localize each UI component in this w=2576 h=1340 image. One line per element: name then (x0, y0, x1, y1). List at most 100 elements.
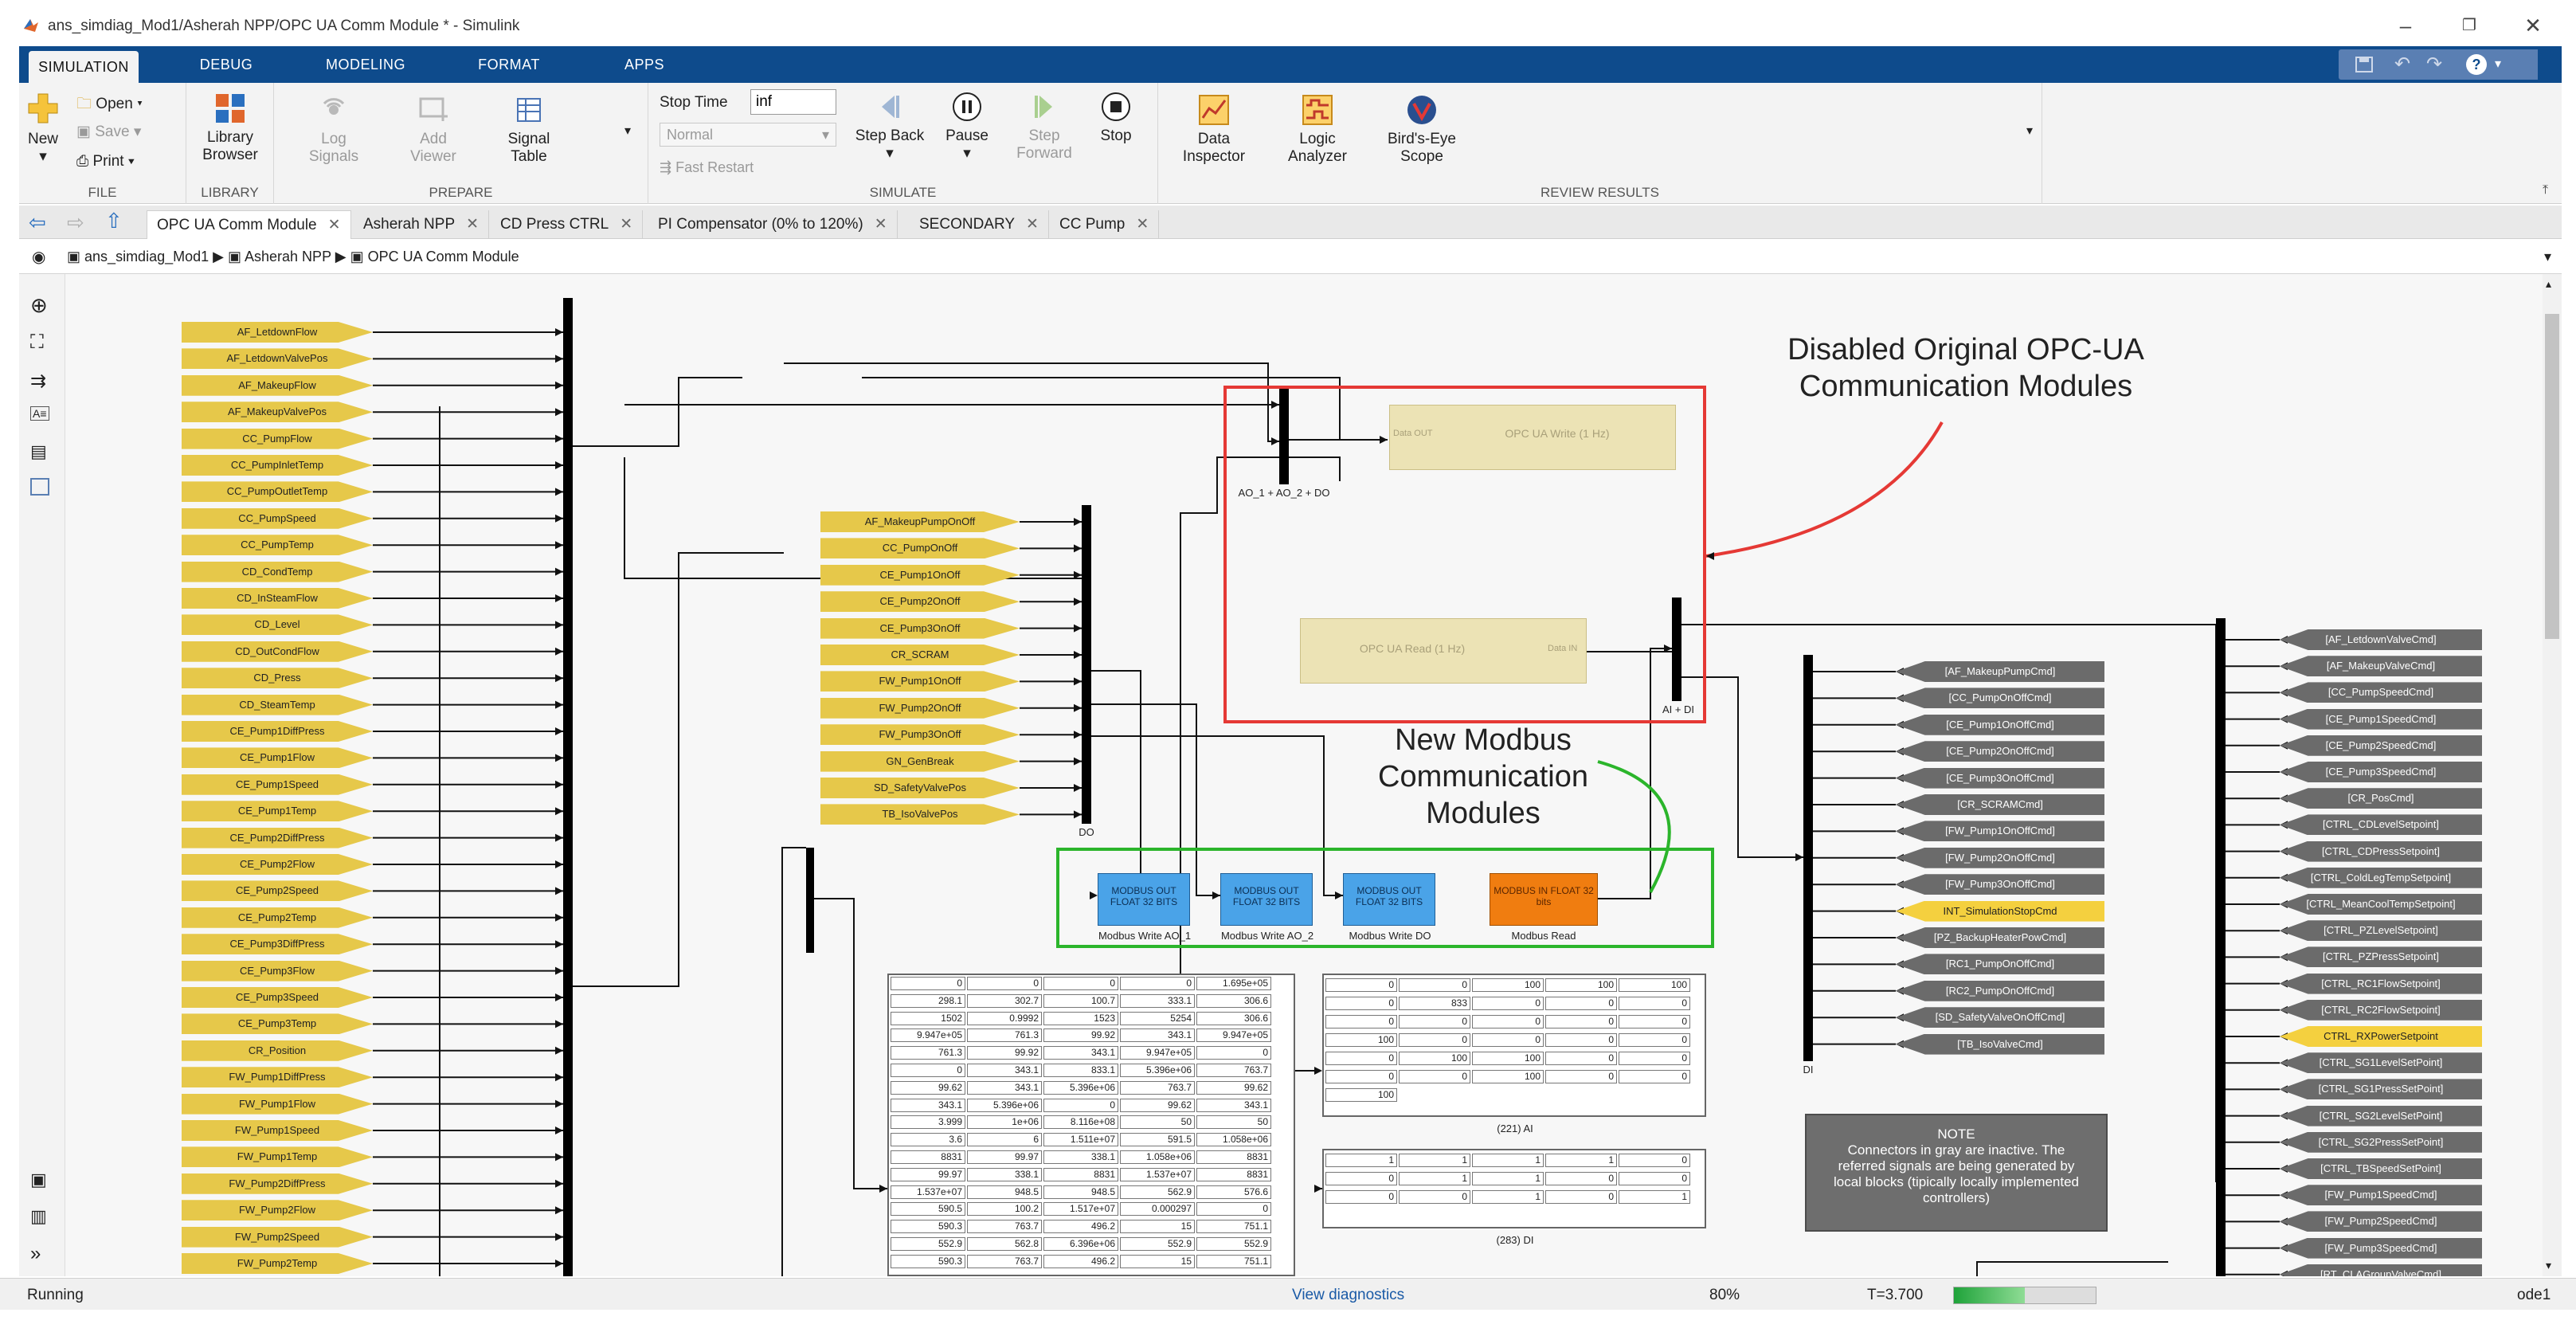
hide-explorer-icon[interactable]: ◉ (32, 249, 46, 266)
from-block[interactable]: [FW_Pump1OnOffCmd] (1896, 821, 2104, 842)
goto-block[interactable]: CD_OutCondFlow (182, 641, 373, 662)
from-block[interactable]: [FW_Pump3OnOffCmd] (1896, 874, 2104, 895)
help-icon[interactable]: ? (2466, 54, 2487, 75)
from-block[interactable]: [CTRL_MeanCoolTempSetpoint] (2280, 894, 2482, 915)
close-tab-icon[interactable]: ✕ (327, 217, 341, 233)
tab-asherah-npp[interactable]: Asherah NPP✕ (354, 210, 490, 239)
annotation-icon[interactable]: A≡ (30, 406, 49, 421)
from-block[interactable]: [CTRL_RC2FlowSetpoint] (2280, 999, 2482, 1021)
tab-secondary[interactable]: SECONDARY✕ (910, 210, 1049, 239)
from-block[interactable]: [SD_SafetyValveOnOffCmd] (1896, 1007, 2104, 1029)
from-block[interactable]: [CE_Pump2SpeedCmd] (2280, 735, 2482, 756)
goto-block[interactable]: AF_LetdownValvePos (182, 348, 373, 370)
from-block[interactable]: [CTRL_SG1PressSetPoint] (2280, 1079, 2482, 1100)
goto-block[interactable]: CE_Pump1OnOff (820, 564, 1020, 586)
back-icon[interactable]: ⇦ (29, 210, 46, 234)
goto-block[interactable]: CE_Pump1Temp (182, 801, 373, 822)
goto-block[interactable]: CD_Press (182, 668, 373, 689)
logic-analyzer-button[interactable]: Logic Analyzer (1278, 94, 1357, 166)
goto-block[interactable]: CD_CondTemp (182, 561, 373, 582)
from-block[interactable]: [RC2_PumpOnOffCmd] (1896, 980, 2104, 1001)
goto-block[interactable]: CE_Pump2OnOff (820, 591, 1020, 613)
from-block[interactable]: [CTRL_CDLevelSetpoint] (2280, 814, 2482, 836)
log-signals-button[interactable]: Log Signals (298, 94, 370, 166)
goto-block[interactable]: CC_PumpOnOff (820, 538, 1020, 559)
close-tab-icon[interactable]: ✕ (1026, 216, 1039, 233)
goto-block[interactable]: FW_Pump1Speed (182, 1120, 373, 1141)
close-tab-icon[interactable]: ✕ (874, 216, 887, 233)
undo-icon[interactable]: ↶ (2394, 53, 2411, 75)
from-block[interactable]: [FW_Pump1SpeedCmd] (2280, 1185, 2482, 1206)
mux-do[interactable] (1082, 505, 1091, 824)
tab-format[interactable]: FORMAT (478, 57, 540, 72)
save-button[interactable]: ▣ Save ▾ (76, 123, 142, 140)
goto-block[interactable]: CR_Position (182, 1040, 373, 1061)
goto-block[interactable]: CC_PumpSpeed (182, 507, 373, 529)
prepare-more-dropdown[interactable]: ▾ (624, 124, 632, 138)
from-block[interactable]: [RC1_PumpOnOffCmd] (1896, 954, 2104, 975)
goto-block[interactable]: FW_Pump2Flow (182, 1200, 373, 1221)
goto-block[interactable]: FW_Pump3OnOff (820, 724, 1020, 746)
goto-block[interactable]: CE_Pump3Flow (182, 960, 373, 981)
goto-block[interactable]: CE_Pump3DiffPress (182, 934, 373, 955)
up-to-parent-icon[interactable]: ⇧ (105, 209, 123, 233)
goto-block[interactable]: TB_IsoValvePos (820, 804, 1020, 825)
close-button[interactable]: ✕ (2524, 14, 2542, 37)
tab-modeling[interactable]: MODELING (325, 57, 405, 72)
from-block[interactable]: [CC_PumpOnOffCmd] (1896, 688, 2104, 709)
crumb-model[interactable]: ans_simdiag_Mod1 (84, 249, 209, 264)
tab-cd-press-ctrl[interactable]: CD Press CTRL✕ (491, 210, 644, 239)
scroll-down-icon[interactable]: ▾ (2546, 1259, 2552, 1271)
from-block[interactable]: INT_SimulationStopCmd (1896, 900, 2104, 922)
goto-block[interactable]: FW_Pump2Speed (182, 1226, 373, 1248)
save-icon[interactable] (2355, 56, 2374, 73)
goto-block[interactable]: CE_Pump2Flow (182, 854, 373, 875)
from-block[interactable]: [FW_Pump2OnOffCmd] (1896, 847, 2104, 868)
from-block[interactable]: [TB_IsoValveCmd] (1896, 1033, 2104, 1055)
add-viewer-button[interactable]: Add Viewer (401, 94, 465, 166)
goto-block[interactable]: CE_Pump1Speed (182, 774, 373, 795)
screenshot-icon[interactable]: ▣ (30, 1170, 47, 1189)
goto-block[interactable]: CC_PumpOutletTemp (182, 481, 373, 503)
breadcrumb-dropdown[interactable]: ▾ (2544, 249, 2552, 264)
collapse-toolstrip-icon[interactable]: ⤒ (2543, 183, 2549, 197)
zoom-icon[interactable]: ⊕ (30, 293, 48, 317)
from-block[interactable]: [AF_MakeupPumpCmd] (1896, 661, 2104, 682)
from-block[interactable]: [PZ_BackupHeaterPowCmd] (1896, 927, 2104, 948)
stop-time-input[interactable] (750, 89, 836, 115)
goto-block[interactable]: SD_SafetyValvePos (820, 778, 1020, 798)
goto-block[interactable]: FW_Pump1Temp (182, 1146, 373, 1168)
fit-to-view-icon[interactable]: ⛶ (30, 331, 44, 353)
minimize-button[interactable]: – (2399, 14, 2412, 37)
from-block[interactable]: [FW_Pump2SpeedCmd] (2280, 1211, 2482, 1232)
help-dropdown-icon[interactable]: ▾ (2495, 57, 2502, 71)
goto-block[interactable]: CE_Pump3Temp (182, 1013, 373, 1035)
goto-block[interactable]: CD_Level (182, 614, 373, 636)
birds-eye-scope-button[interactable]: Bird's-Eye Scope (1378, 94, 1466, 166)
from-block[interactable]: [CE_Pump1OnOffCmd] (1896, 714, 2104, 735)
fast-restart-toggle[interactable]: ⇶ Fast Restart (660, 159, 754, 175)
from-block[interactable]: [CTRL_RC1FlowSetpoint] (2280, 973, 2482, 994)
goto-block[interactable]: AF_MakeupFlow (182, 374, 373, 396)
stop-button[interactable]: Stop (1088, 91, 1144, 145)
open-button[interactable]: 🗀 Open ▾ (76, 96, 143, 112)
goto-block[interactable]: FW_Pump1DiffPress (182, 1067, 373, 1088)
tab-apps[interactable]: APPS (624, 57, 665, 72)
from-block[interactable]: [CTRL_ColdLegTempSetpoint] (2280, 867, 2482, 888)
scroll-thumb[interactable] (2545, 314, 2559, 639)
close-tab-icon[interactable]: ✕ (1136, 216, 1149, 233)
goto-block[interactable]: FW_Pump2OnOff (820, 697, 1020, 719)
goto-block[interactable]: CE_Pump2Temp (182, 907, 373, 928)
from-block[interactable]: [CTRL_PZPressSetpoint] (2280, 946, 2482, 968)
expand-palette-icon[interactable]: » (30, 1243, 41, 1264)
model-canvas[interactable]: AO_1 + AO_2 + DO DO AI + DI DI Data OUT … (65, 274, 2543, 1276)
tab-cc-pump[interactable]: CC Pump✕ (1050, 210, 1160, 239)
simulation-mode-select[interactable]: Normal▾ (660, 123, 836, 147)
demux-right[interactable] (2216, 618, 2226, 1276)
image-icon[interactable]: ▤ (30, 441, 47, 461)
goto-block[interactable]: CC_PumpTemp (182, 535, 373, 556)
goto-block[interactable]: FW_Pump1Flow (182, 1093, 373, 1115)
goto-block[interactable]: FW_Pump2Temp (182, 1253, 373, 1274)
from-block[interactable]: [AF_MakeupValveCmd] (2280, 656, 2482, 677)
tab-simulation[interactable]: SIMULATION (29, 51, 139, 83)
